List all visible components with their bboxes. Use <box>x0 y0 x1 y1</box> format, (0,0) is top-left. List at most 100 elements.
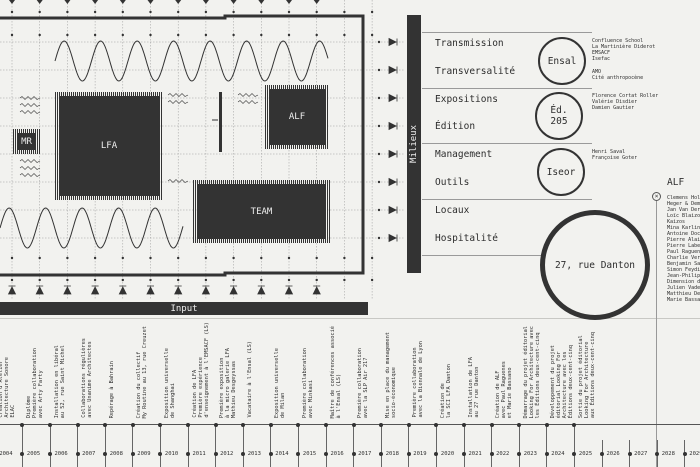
timeline-tick <box>325 424 327 467</box>
resistor-icon <box>19 159 41 163</box>
diode-arrow-icon <box>388 121 398 131</box>
diode-icon <box>286 0 292 4</box>
resistor-icon <box>19 103 41 107</box>
timeline-event: Création de la SCI LFA Danton <box>439 363 452 418</box>
partners-ensal-2: AMO Cité anthropocène <box>592 69 644 81</box>
timeline-tick <box>463 424 465 467</box>
circle-iseor: Iseor <box>537 148 585 196</box>
node-dot <box>93 33 97 37</box>
node-dot <box>121 33 125 37</box>
diode-icon <box>7 285 17 295</box>
timeline-dot <box>351 452 356 456</box>
timeline-event: Installation de LFA au 27 rue Danton <box>467 357 480 418</box>
timeline-dot <box>213 452 218 456</box>
theme-outils: Outils <box>435 177 470 188</box>
sine-wave-top <box>54 40 329 82</box>
theme-expositions: Expositions <box>435 94 498 105</box>
resistor-icon <box>167 100 189 104</box>
diode-icon <box>90 285 100 295</box>
diode-icon <box>118 285 127 295</box>
milieux-bar: Milieux <box>407 15 421 273</box>
node-dot <box>121 278 125 282</box>
timeline-year: 2006 <box>54 451 68 457</box>
timeline-event: Création de ALF avec Paul Raguenes et Ma… <box>495 360 514 418</box>
node-dot <box>287 33 291 37</box>
diode-icon <box>36 0 43 4</box>
timeline-dot <box>130 452 135 456</box>
theme-transversalite: Transversalité <box>435 66 516 77</box>
node-dot <box>149 278 152 282</box>
partners-ensal: Confluence School La Martinière Diderot … <box>592 38 656 62</box>
partners-ed205: Florence Cortat Roller Valérie Disdier D… <box>592 93 659 111</box>
diode-icon <box>312 285 321 295</box>
timeline-tick <box>49 424 51 467</box>
timeline-dot <box>489 422 494 427</box>
node-dot <box>343 278 346 282</box>
resistor-icon <box>19 173 41 177</box>
chip-team-label: TEAM <box>250 206 273 217</box>
diode-arrow-icon <box>388 205 398 215</box>
node-dot <box>260 278 263 282</box>
diode-icon <box>35 285 44 295</box>
node-dot <box>10 10 14 14</box>
timeline-tick <box>132 424 134 467</box>
node-dot <box>232 10 235 14</box>
chip-alf: ALF <box>265 85 329 149</box>
diode-icon <box>201 285 211 295</box>
node-dot <box>204 256 208 260</box>
diode-arrow-icon <box>388 93 398 103</box>
timeline-event: Repérage à Bahrain <box>108 360 115 418</box>
diode-icon <box>64 0 71 4</box>
theme-locaux: Locaux <box>435 205 470 216</box>
sine-wave-bottom <box>0 207 184 249</box>
node-dot <box>38 256 41 260</box>
diode-icon <box>174 285 183 295</box>
resistor-icon <box>237 93 259 97</box>
circle-ensal-label: Ensal <box>547 55 577 67</box>
node-dot <box>93 278 97 282</box>
timeline-event: Développement du projet éditorial Lookin… <box>550 344 575 418</box>
node-dot <box>377 208 381 212</box>
timeline-tick <box>380 424 382 467</box>
timeline-tick <box>242 424 244 467</box>
divider <box>422 143 592 144</box>
node-dot <box>260 33 263 37</box>
resistor-icon <box>167 179 189 183</box>
node-dot <box>260 10 263 14</box>
timeline-dot <box>241 452 246 456</box>
timeline-dot <box>103 422 108 427</box>
diode-icon <box>146 285 155 295</box>
timeline-year: 2009 <box>137 451 151 457</box>
node-dot <box>10 278 14 282</box>
alf-members: Clemens Holl Heger & Dema Jan Van Der Lo… <box>667 195 700 303</box>
chip-mr-label: MR <box>21 136 32 147</box>
circle-ed205-label: Éd. 205 <box>550 105 568 127</box>
node-dot <box>177 10 180 14</box>
chip-alf-label: ALF <box>288 112 306 122</box>
timeline-dot <box>241 422 246 427</box>
timeline-event: Exposition universelle de Shanghai <box>163 347 176 418</box>
timeline-dot <box>20 422 25 427</box>
node-dot <box>315 10 318 14</box>
timeline-dot <box>572 422 577 427</box>
timeline-dot <box>517 422 522 427</box>
cross-circle-icon: × <box>652 192 661 201</box>
circle-ensal: Ensal <box>538 37 586 85</box>
node-dot <box>10 33 14 37</box>
timeline-event: Première collaboration avec la SLP Air 2… <box>357 347 370 418</box>
node-dot <box>66 33 69 37</box>
timeline-dot <box>406 452 411 456</box>
node-dot <box>204 10 208 14</box>
timeline-tick <box>546 424 548 467</box>
timeline-event: Sortie du projet éditorial Looking For A… <box>577 331 596 418</box>
circle-danton-label: 27, rue Danton <box>554 259 636 271</box>
timeline-event: Première collaboration avec Minkasi <box>301 347 314 418</box>
timeline-dot <box>158 452 163 456</box>
timeline-year: 2012 <box>220 451 234 457</box>
timeline-year: 2019 <box>413 451 427 457</box>
timeline-dot <box>462 452 466 456</box>
timeline-year: 2008 <box>109 451 123 457</box>
node-dot <box>377 152 381 156</box>
timeline-dot <box>600 452 604 456</box>
timeline-year: 2017 <box>358 451 372 457</box>
